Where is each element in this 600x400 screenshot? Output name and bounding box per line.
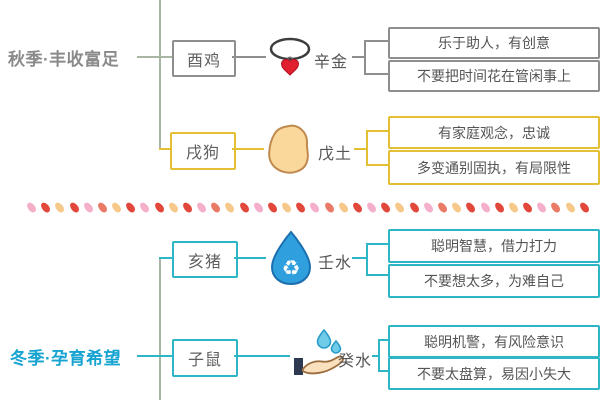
petal-icon xyxy=(379,200,392,214)
petal-icon xyxy=(308,200,322,214)
petal-icon xyxy=(393,200,407,214)
trait-box: 聪明机警，有风险意识 xyxy=(388,325,600,358)
connector-line xyxy=(232,56,266,58)
petal-icon xyxy=(209,200,222,214)
bracket-line xyxy=(366,130,368,166)
animal-node-rooster: 酉鸡 xyxy=(172,40,236,77)
connector-line xyxy=(234,355,290,357)
bracket-line xyxy=(378,339,388,341)
connector-line xyxy=(137,56,172,58)
trait-box: 不要把时间花在管闲事上 xyxy=(388,60,600,92)
bracket-line xyxy=(366,274,388,276)
petal-divider xyxy=(25,200,591,214)
petal-icon xyxy=(266,200,279,214)
trait-box: 不要太盘算，易因小失大 xyxy=(388,357,600,390)
petal-icon xyxy=(351,200,364,214)
stem-label-xinjin: 辛金 xyxy=(314,54,349,71)
trait-box: 多变通别固执，有局限性 xyxy=(388,150,600,185)
hand-water-icon xyxy=(294,328,346,389)
petal-icon xyxy=(53,200,66,214)
bracket-line xyxy=(366,243,388,245)
petal-icon xyxy=(82,200,95,214)
season-label-winter: 冬季·孕育希望 xyxy=(10,349,122,368)
petal-icon xyxy=(337,200,350,214)
stem-label-guishui: 癸水 xyxy=(338,353,373,370)
petal-icon xyxy=(195,200,208,214)
svg-text:♻: ♻ xyxy=(282,257,301,280)
autumn-trunk-line xyxy=(159,0,161,150)
trait-box: 聪明智慧，借力打力 xyxy=(388,229,600,263)
trait-box: 有家庭观念，忠诚 xyxy=(388,116,600,149)
bracket-line xyxy=(378,339,380,372)
petal-icon xyxy=(407,200,421,214)
bracket-line xyxy=(366,130,388,132)
petal-icon xyxy=(422,200,435,214)
bracket-line xyxy=(366,164,388,166)
petal-icon xyxy=(507,200,520,214)
season-label-autumn: 秋季·丰收富足 xyxy=(8,50,120,69)
petal-icon xyxy=(237,200,251,214)
animal-node-rat: 子鼠 xyxy=(172,339,238,377)
petal-icon xyxy=(322,200,336,214)
petal-icon xyxy=(110,200,123,214)
petal-icon xyxy=(478,200,492,214)
stem-label-renshui: 壬水 xyxy=(318,255,353,272)
petal-icon xyxy=(549,200,563,214)
winter-trunk-line xyxy=(159,257,161,400)
petal-icon xyxy=(25,200,38,214)
petal-icon xyxy=(464,200,477,214)
petal-icon xyxy=(39,200,52,214)
petal-icon xyxy=(124,200,137,214)
stem-label-wutu: 戊土 xyxy=(318,146,353,163)
petal-icon xyxy=(493,200,506,214)
petal-icon xyxy=(181,200,194,214)
petal-icon xyxy=(578,200,591,214)
petal-icon xyxy=(223,200,237,214)
necklace-icon xyxy=(268,36,312,83)
petal-icon xyxy=(294,200,307,214)
petal-icon xyxy=(167,200,180,214)
connector-line xyxy=(137,355,172,357)
connector-line xyxy=(352,56,364,58)
petal-icon xyxy=(67,200,81,214)
petal-icon xyxy=(563,200,577,214)
bracket-line xyxy=(366,243,368,276)
connector-line xyxy=(159,148,170,150)
bracket-line xyxy=(378,370,388,372)
petal-icon xyxy=(535,200,548,214)
petal-icon xyxy=(280,200,293,214)
trait-box: 不要想太多，为难自己 xyxy=(388,264,600,298)
trait-box: 乐于助人，有创意 xyxy=(388,27,600,59)
petal-icon xyxy=(138,200,152,214)
connector-line xyxy=(234,257,266,259)
petal-icon xyxy=(252,200,265,214)
bracket-line xyxy=(364,40,366,75)
connector-line xyxy=(352,257,366,259)
petal-icon xyxy=(450,200,463,214)
animal-node-pig: 亥猪 xyxy=(172,241,238,278)
petal-icon xyxy=(521,200,534,214)
connector-line xyxy=(232,148,264,150)
waterdrop-recycle-icon: ♻ xyxy=(268,230,314,291)
petal-icon xyxy=(152,200,166,214)
stone-icon xyxy=(264,122,312,181)
connector-line xyxy=(159,257,172,259)
bracket-line xyxy=(364,73,388,75)
connector-line xyxy=(372,355,378,357)
bracket-line xyxy=(364,40,388,42)
animal-node-dog: 戌狗 xyxy=(170,132,236,170)
petal-icon xyxy=(436,200,449,214)
petal-icon xyxy=(365,200,378,214)
petal-icon xyxy=(96,200,109,214)
connector-line xyxy=(354,148,366,150)
